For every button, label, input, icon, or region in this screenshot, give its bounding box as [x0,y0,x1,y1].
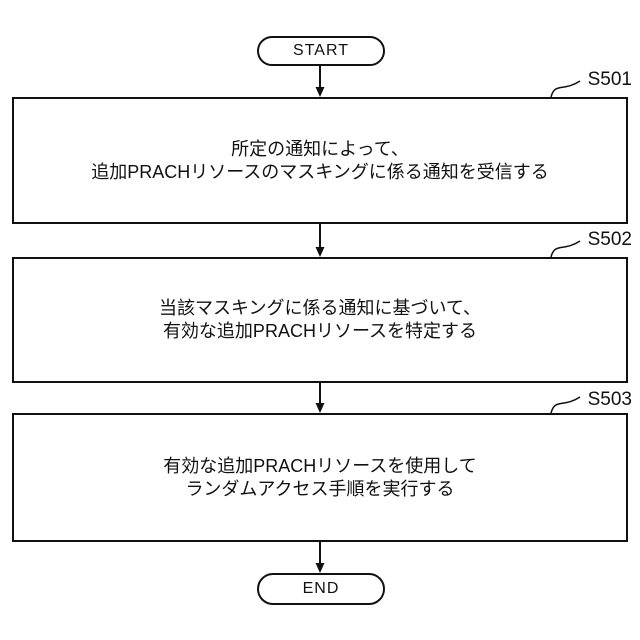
flow-arrow-down [315,383,325,413]
end-terminal-label: END [302,580,340,597]
label-leader-line [550,80,581,98]
step-label-s502: S502 [587,229,632,250]
end-terminal: END [257,573,385,605]
start-terminal-label: START [293,42,349,59]
label-leader-line [550,396,581,414]
process-box-s502: 当該マスキングに係る通知に基づいて、 有効な追加PRACHリソースを特定する [12,257,628,383]
process-text-line: 所定の通知によって、 [231,138,409,159]
start-terminal: START [257,36,385,66]
process-box-s501: 所定の通知によって、 追加PRACHリソースのマスキングに係る通知を受信する [12,97,628,224]
step-label-s501: S501 [587,69,632,90]
flow-arrow-down [315,542,325,573]
process-text-line: 追加PRACHリソースのマスキングに係る通知を受信する [91,161,549,182]
process-box-s503: 有効な追加PRACHリソースを使用して ランダムアクセス手順を実行する [12,413,628,542]
label-leader-line [550,240,581,258]
flow-arrow-down [315,224,325,257]
step-label-s503: S503 [587,389,632,410]
process-text-line: 有効な追加PRACHリソースを特定する [162,321,478,341]
process-text-line: ランダムアクセス手順を実行する [185,478,455,499]
flow-arrow-down [315,66,325,97]
process-text-line: 当該マスキングに係る通知に基づいて、 [158,298,482,318]
process-text-line: 有効な追加PRACHリソースを使用して [163,455,477,476]
